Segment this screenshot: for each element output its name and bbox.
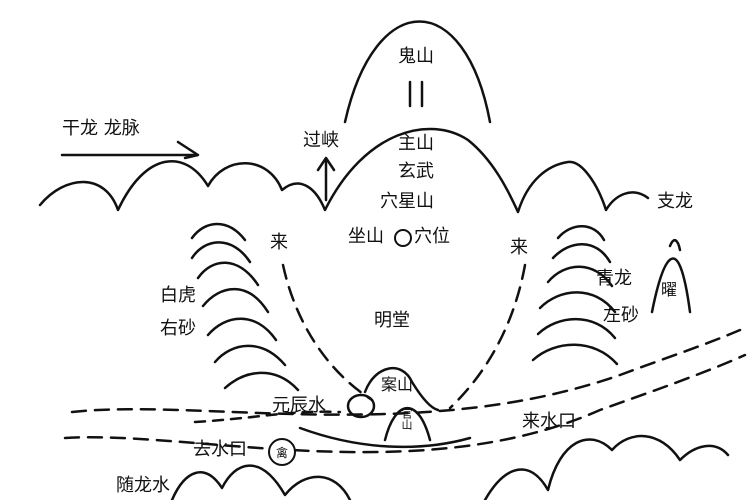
gan-long-arrow-head — [176, 140, 200, 160]
xue-wei-label: 穴位 — [414, 226, 450, 247]
an-shan-label: 案山 — [381, 375, 414, 394]
ming-tang-bowl — [298, 426, 472, 449]
middle-water-line — [193, 410, 342, 424]
xue-wei-circle — [394, 229, 412, 247]
right-hill-3 — [546, 265, 614, 288]
left-hill-3 — [196, 261, 260, 287]
right-hill-6 — [531, 343, 619, 366]
right-hill-5 — [536, 317, 617, 340]
guo-xia-label: 过峡 — [303, 130, 339, 151]
gui-shan-label: 鬼山 — [398, 46, 434, 67]
right-hill-1 — [556, 225, 606, 242]
zuo-shan-label: 坐山 — [348, 226, 384, 247]
left-hill-4 — [201, 287, 270, 314]
yuan-chen-shui-label: 元辰水 — [272, 395, 326, 416]
lai-shui-kou-label: 来水口 — [522, 411, 576, 432]
yuan-chen-circle — [346, 393, 376, 419]
qing-long-label: 青龙 — [596, 268, 632, 289]
zhu-shan-label: 主山 — [398, 133, 434, 154]
sui-long-shui-label: 随龙水 — [116, 475, 170, 496]
lai-left-label: 来 — [270, 232, 288, 253]
zuo-sha-label: 左砂 — [603, 305, 639, 326]
upper-water-curve — [70, 328, 742, 416]
lai-right-curve — [448, 263, 527, 410]
yao-label: 曜 — [661, 280, 678, 299]
lai-right-label: 来 — [510, 237, 528, 258]
you-sha-label: 右砂 — [160, 318, 196, 339]
xuan-wu-label: 玄武 — [398, 161, 434, 182]
bai-hu-label: 白虎 — [160, 285, 196, 306]
left-hill-5 — [206, 317, 278, 342]
guo-xia-arrow-head — [316, 156, 336, 172]
bottom-mountains — [170, 434, 730, 500]
gui-shan-mountain — [343, 20, 492, 124]
qin-label: 禽 — [275, 445, 288, 460]
left-hill-6 — [213, 344, 287, 367]
guan-shan — [383, 406, 432, 442]
left-hill-1 — [190, 222, 247, 242]
qin-circle: 禽 — [268, 438, 296, 466]
an-shan — [363, 366, 440, 412]
guan-shan-label: 官山 — [400, 408, 413, 430]
lai-left-curve — [281, 263, 374, 402]
lower-water-curve — [63, 353, 747, 454]
zhi-long-label: 支龙 — [657, 191, 693, 212]
xue-xing-shan-label: 穴星山 — [380, 191, 434, 212]
gan-long-mai-label: 干龙 龙脉 — [62, 118, 140, 139]
right-hill-2 — [551, 243, 612, 264]
right-hill-4 — [538, 291, 617, 314]
main-mountain-range — [38, 127, 650, 214]
left-hill-7 — [223, 371, 300, 392]
ming-tang-label: 明堂 — [374, 310, 410, 331]
yao-peak — [650, 257, 692, 314]
qu-shui-kou-label: 去水口 — [193, 439, 247, 460]
yao-inner — [668, 238, 682, 252]
left-hill-2 — [190, 241, 252, 264]
